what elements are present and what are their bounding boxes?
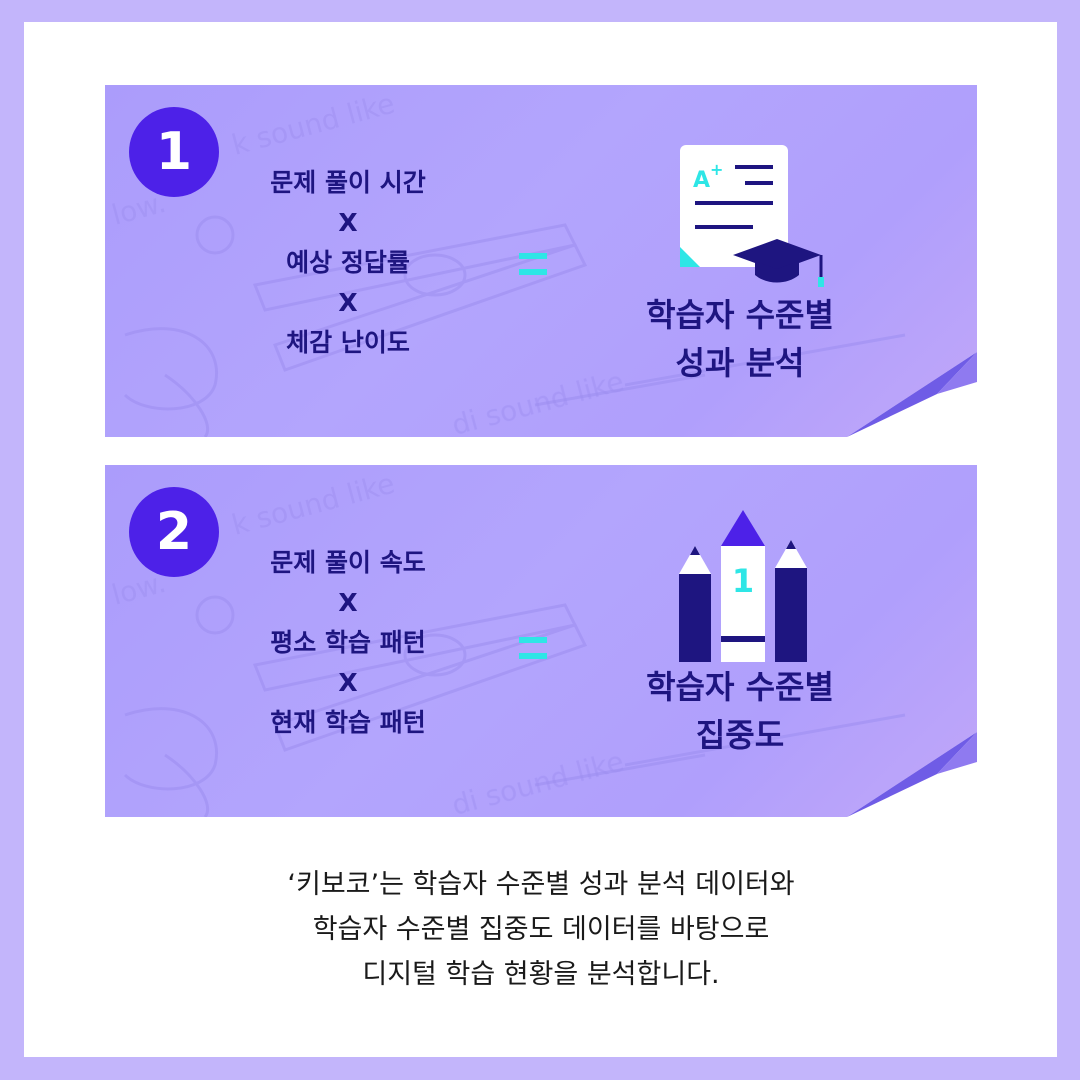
svg-text:di sound like: di sound like [448, 364, 627, 437]
result-line: 집중도 [695, 716, 785, 754]
result-line: 학습자 수준별 [646, 668, 834, 706]
caption-line: ‘키보코’는 학습자 수준별 성과 분석 데이터와 [287, 869, 795, 900]
formula-term: 체감 난이도 [286, 328, 410, 357]
svg-text:di sound like: di sound like [448, 744, 627, 817]
grade-plus: + [710, 160, 723, 179]
formula-term: 현재 학습 패턴 [270, 708, 426, 737]
step-number-badge: 1 [129, 107, 219, 197]
result-label: 학습자 수준별 성과 분석 [610, 291, 870, 387]
rank-number: 1 [732, 562, 754, 600]
formula-term: 예상 정답률 [286, 248, 410, 277]
formula-operator: X [338, 288, 358, 317]
worksheet-watermark-icon: k sound like low. di sound like [108, 87, 906, 437]
result-line: 성과 분석 [675, 344, 805, 382]
result-line: 학습자 수준별 [646, 296, 834, 334]
formula-term: 문제 풀이 시간 [270, 168, 426, 197]
grade-letter: A [693, 168, 710, 193]
page-fold-corner [847, 732, 977, 817]
formula-term: 문제 풀이 속도 [270, 548, 426, 577]
equals-icon [519, 637, 547, 661]
result-label: 학습자 수준별 집중도 [610, 663, 870, 759]
page-fold-corner [847, 352, 977, 437]
step-number-badge: 2 [129, 487, 219, 577]
equals-icon [519, 253, 547, 277]
formula-term: 평소 학습 패턴 [270, 628, 426, 657]
formula-operator: X [338, 208, 358, 237]
worksheet-watermark-icon: k sound like low. di sound like [108, 467, 906, 817]
pencils-ranking-icon: 1 [679, 510, 807, 662]
caption-text: ‘키보코’는 학습자 수준별 성과 분석 데이터와 학습자 수준별 집중도 데이… [105, 862, 977, 997]
card-performance-analysis: k sound like low. di sound like 1 문제 풀이 … [105, 85, 977, 437]
formula-operator: X [338, 668, 358, 697]
formula-operator: X [338, 588, 358, 617]
formula-terms: 문제 풀이 시간 X 예상 정답률 X 체감 난이도 [233, 163, 463, 363]
card-concentration-analysis: k sound like low. di sound like 2 문제 풀이 … [105, 465, 977, 817]
caption-line: 디지털 학습 현황을 분석합니다. [362, 959, 720, 990]
formula-terms: 문제 풀이 속도 X 평소 학습 패턴 X 현재 학습 패턴 [233, 543, 463, 743]
svg-text:k sound like: k sound like [228, 467, 398, 542]
graded-paper-graduation-cap-icon: A + [680, 145, 824, 287]
caption-line: 학습자 수준별 집중도 데이터를 바탕으로 [312, 914, 770, 945]
svg-text:k sound like: k sound like [228, 87, 398, 162]
